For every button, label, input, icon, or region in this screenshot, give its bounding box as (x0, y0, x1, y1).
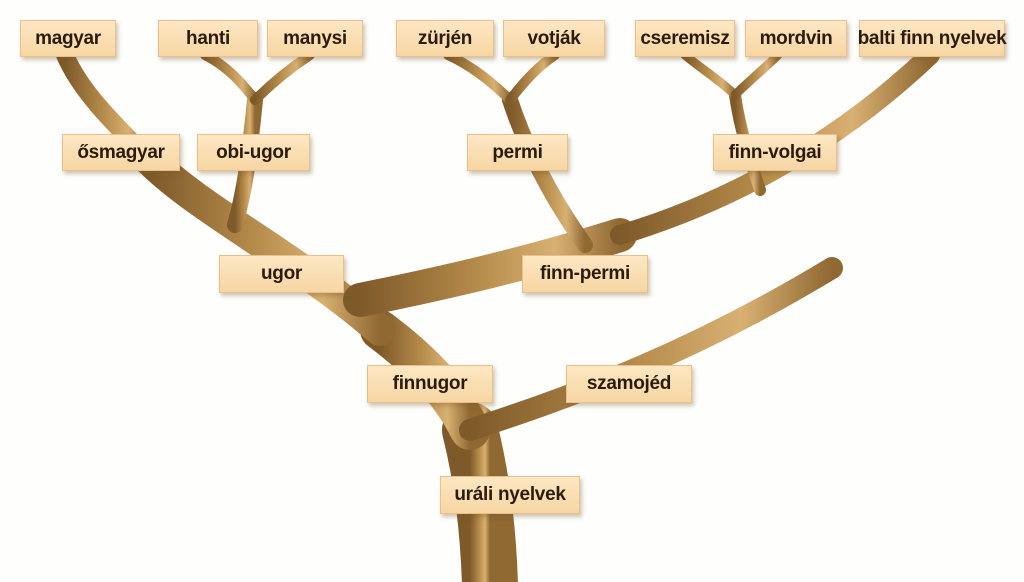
branch-manysi (250, 50, 315, 105)
node-osmagyar: ősmagyar (62, 134, 180, 171)
node-finn-permi: finn-permi (522, 255, 648, 293)
node-szamojed: szamojéd (566, 365, 692, 403)
node-finn-volgai: finn-volgai (713, 134, 837, 171)
branch-mordvin (730, 50, 783, 100)
node-mordvin: mordvin (745, 20, 847, 57)
node-magyar: magyar (20, 20, 116, 57)
branch-votjak (505, 50, 560, 105)
node-permi: permi (467, 134, 568, 171)
node-cseremisz: cseremisz (635, 20, 735, 57)
node-urali-nyelvek: uráli nyelvek (440, 476, 580, 514)
node-votjak: votják (503, 20, 605, 57)
node-finnugor: finnugor (367, 365, 493, 403)
node-manysi: manysi (267, 20, 363, 57)
branch-permi (502, 92, 593, 253)
node-ugor: ugor (219, 255, 344, 293)
node-obi-ugor: obi-ugor (197, 134, 310, 171)
branch-hanti (200, 50, 260, 105)
node-balti-finn: balti finn nyelvek (858, 20, 1007, 57)
branch-zurjen (443, 50, 515, 105)
node-hanti: hanti (158, 20, 258, 57)
node-zurjen: zürjén (396, 20, 494, 57)
branch-cseremisz (680, 50, 740, 100)
